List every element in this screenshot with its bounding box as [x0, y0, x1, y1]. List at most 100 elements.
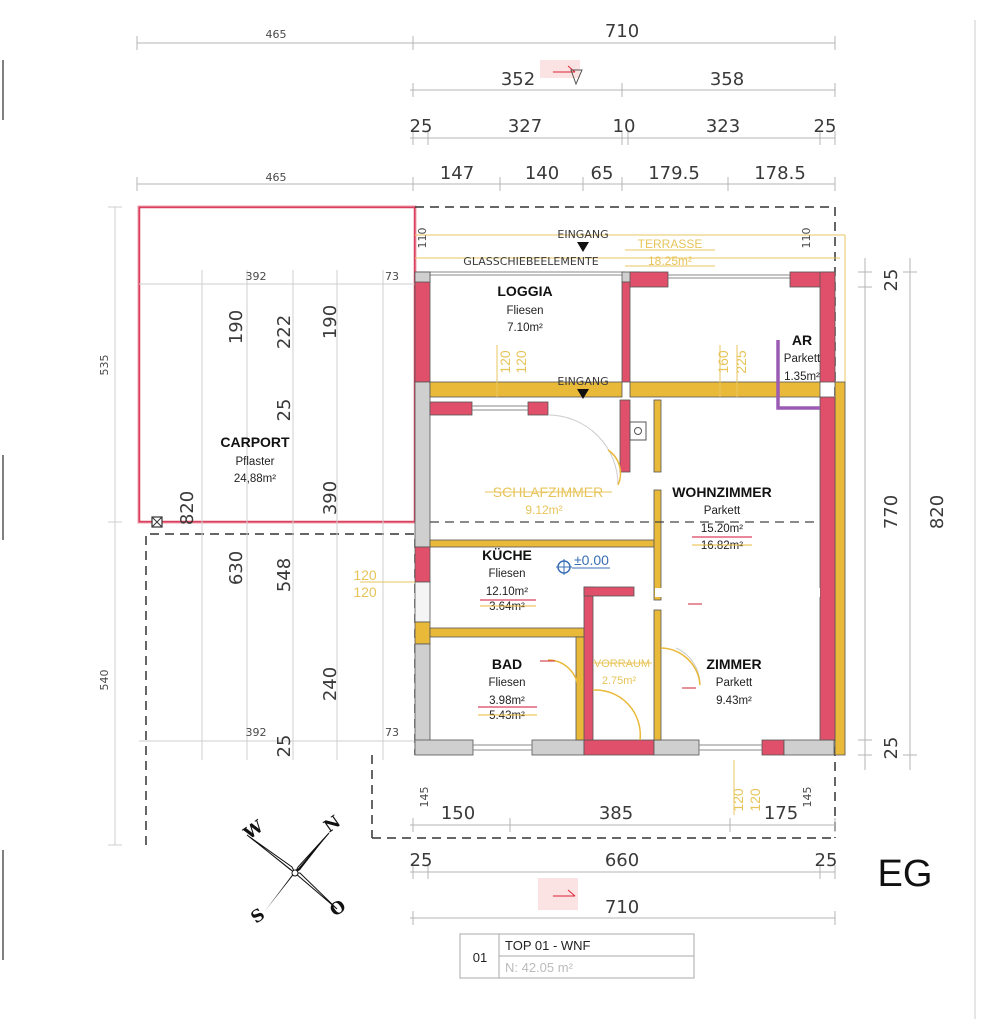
wohnzimmer-area-old: 16.82m²	[701, 540, 743, 552]
compass-w: W	[240, 816, 269, 844]
eingang-top-label: EINGANG	[557, 228, 608, 241]
dim-row3-c: 10	[613, 116, 636, 137]
stove-symbol	[629, 421, 647, 441]
vorraum-area: 2.75m²	[602, 675, 637, 687]
carport-floor: Pflaster	[236, 456, 275, 468]
eingang-mid-arrow	[577, 389, 589, 399]
loggia-area: 7.10m²	[507, 322, 543, 334]
room-bad: BAD Fliesen 3.98m² 5.43m²	[478, 656, 537, 722]
dim-left-540: 540	[98, 670, 111, 691]
carport-grid-lines	[108, 206, 415, 846]
dim-top-total: 710	[605, 21, 639, 42]
vorraum-name: VORRAUM	[594, 658, 650, 670]
arrow-marks	[540, 603, 702, 689]
room-wohnzimmer: WOHNZIMMER Parkett 15.20m² 16.82m²	[672, 484, 772, 552]
dim-row4-c: 65	[591, 163, 614, 184]
zimmer-name: ZIMMER	[706, 656, 761, 672]
eingang-mid-label: EINGANG	[557, 375, 608, 388]
glasschiebe-label: GLASSCHIEBEELEMENTE	[463, 255, 598, 268]
dim-carport-190-a: 190	[226, 310, 247, 344]
title-block-subtitle: N: 42.05 m²	[505, 960, 574, 975]
dim-carport-25-b: 25	[274, 735, 295, 758]
dim-73-top: 73	[385, 270, 399, 283]
ar-name: AR	[792, 332, 812, 348]
room-loggia: LOGGIA Fliesen 7.10m²	[497, 283, 552, 334]
bad-name: BAD	[492, 656, 522, 672]
compass-o: O	[326, 896, 350, 921]
bottom-dimension-texts: 145 145 150 385 175 25 660 25 710	[410, 787, 838, 919]
eingang-top-arrow	[577, 242, 589, 252]
carport-label: CARPORT Pflaster 24,88m²	[220, 434, 290, 485]
dim-row2-a: 352	[501, 69, 535, 90]
bad-area-old: 5.43m²	[489, 710, 525, 722]
title-block: 01 TOP 01 - WNF N: 42.05 m²	[459, 933, 695, 979]
wohnzimmer-name: WOHNZIMMER	[672, 484, 772, 500]
carport-area: 24,88m²	[234, 473, 276, 485]
dim-73-bottom: 73	[385, 726, 399, 739]
dim-right-25-bottom: 25	[881, 737, 902, 760]
door-swings-yellow	[547, 449, 701, 741]
section-marker-bottom	[538, 878, 578, 910]
top-dimension-texts: 710 465 352 358 25 327 10 323 25 465 147…	[266, 21, 837, 184]
scan-edges	[2, 20, 976, 1019]
dim-row4-b: 140	[525, 163, 559, 184]
room-schlafzimmer: SCHLAFZIMMER 9.12m²	[485, 484, 612, 517]
kueche-area: 12.10m²	[486, 586, 528, 598]
right-dimension-texts: 25 770 25 820	[881, 269, 948, 760]
floor-level-label: EG	[878, 853, 933, 895]
dim-row3-a: 25	[410, 116, 433, 137]
dim-zimmer-120-a: 120	[730, 788, 746, 812]
top-dimension-lines	[136, 36, 836, 191]
dim-carport-548: 548	[274, 558, 295, 592]
zimmer-area: 9.43m²	[716, 695, 752, 707]
dim-carport-392-top: 392	[246, 270, 267, 283]
wohnzimmer-area: 15.20m²	[701, 523, 743, 535]
section-marker-top	[540, 60, 583, 86]
level-text: ±0.00	[574, 552, 609, 568]
dim-row4-a: 147	[440, 163, 474, 184]
dim-carport-222: 222	[274, 315, 295, 349]
dim-loggia-120-a: 120	[497, 350, 513, 374]
dim-carport-190-b: 190	[320, 305, 341, 339]
dim-carport-25: 25	[274, 399, 295, 422]
dim-row3-e: 25	[814, 116, 837, 137]
loggia-windows	[472, 405, 528, 411]
kueche-name: KÜCHE	[482, 547, 532, 563]
title-block-number: 01	[473, 950, 487, 965]
zimmer-floor: Parkett	[716, 677, 753, 689]
dim-top-carport: 465	[266, 28, 287, 41]
bad-area: 3.98m²	[489, 695, 525, 707]
dim-145-right: 145	[801, 787, 814, 808]
dim-left-535: 535	[98, 355, 111, 376]
compass-n: N	[320, 812, 344, 837]
wohnzimmer-floor: Parkett	[704, 505, 741, 517]
room-zimmer: ZIMMER Parkett 9.43m²	[706, 656, 761, 707]
room-ar: AR Parkett 1.35m²	[784, 332, 821, 383]
dim-bottom-710: 710	[605, 897, 639, 918]
dim-right-25-top: 25	[881, 269, 902, 292]
dim-kitchen-120-a: 120	[353, 567, 377, 583]
dim-right-820: 820	[927, 495, 948, 529]
dim-bottom-25-b: 25	[815, 850, 838, 871]
dim-loggia-120-b: 120	[513, 350, 529, 374]
terrasse-area: 18.25m²	[648, 254, 692, 268]
dim-carport-240: 240	[320, 667, 341, 701]
compass-s: S	[247, 905, 269, 928]
dim-row2-b: 358	[710, 69, 744, 90]
terrasse-label: TERRASSE	[638, 237, 703, 251]
dim-bottom-150: 150	[441, 803, 475, 824]
dim-row3-b: 327	[508, 116, 542, 137]
kueche-area-old: 3.64m²	[489, 601, 525, 613]
dim-row4-carport: 465	[266, 171, 287, 184]
dim-row3-d: 323	[706, 116, 740, 137]
schlafzimmer-area: 9.12m²	[525, 503, 562, 517]
dim-bottom-175: 175	[764, 803, 798, 824]
room-vorraum: VORRAUM 2.75m²	[593, 658, 652, 687]
dim-carport-390: 390	[320, 481, 341, 515]
dim-145-left: 145	[418, 787, 431, 808]
dim-ar-225: 225	[733, 350, 749, 374]
dim-carport-630: 630	[226, 551, 247, 585]
level-marker: ±0.00	[556, 552, 610, 575]
kueche-floor: Fliesen	[488, 568, 525, 580]
